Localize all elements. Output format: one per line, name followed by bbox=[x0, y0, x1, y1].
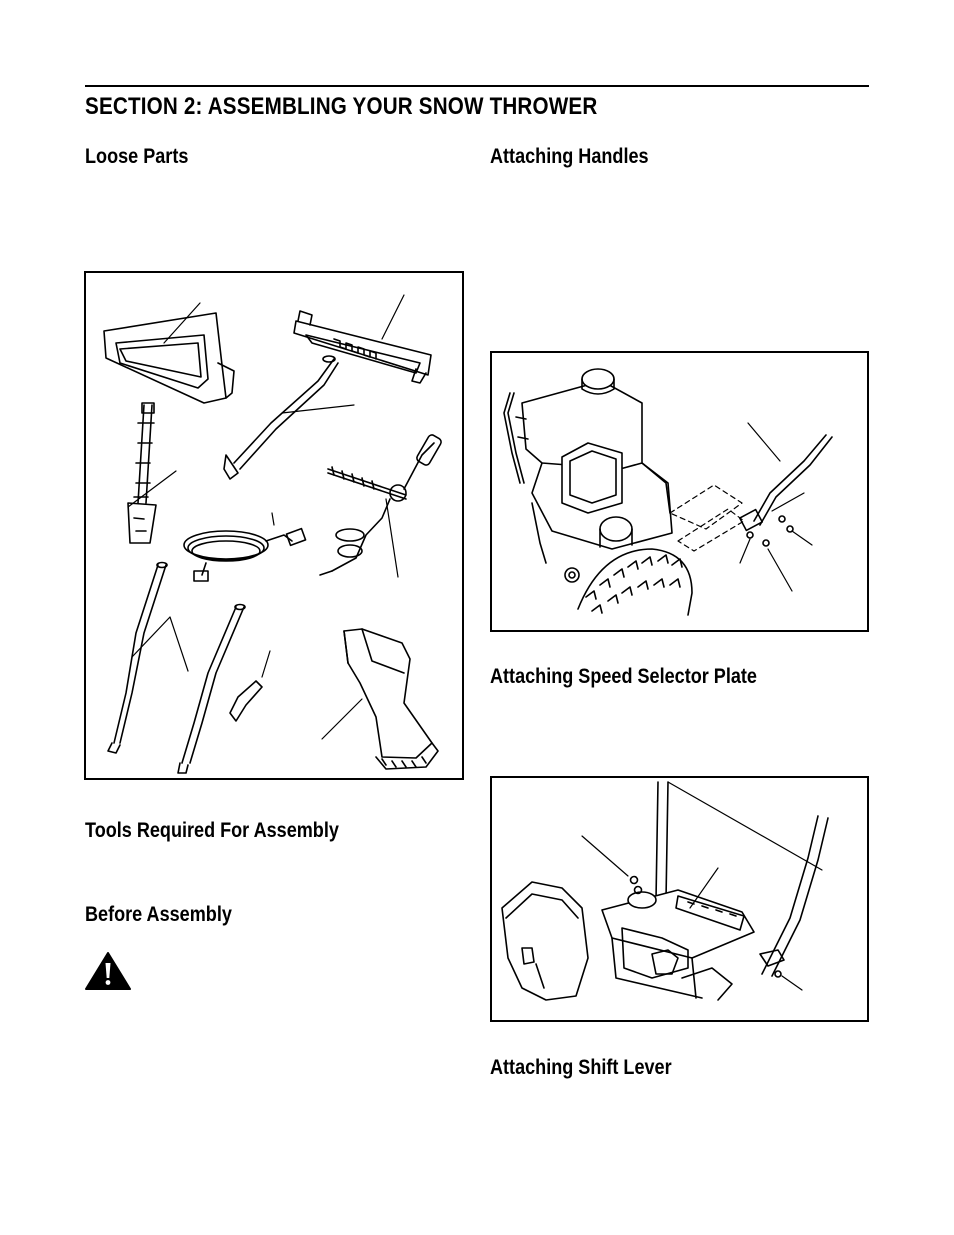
heading-attaching-speed-selector-plate: Attaching Speed Selector Plate bbox=[490, 665, 757, 688]
heading-loose-parts: Loose Parts bbox=[85, 145, 189, 168]
heading-attaching-handles: Attaching Handles bbox=[490, 145, 649, 168]
warning-triangle-icon bbox=[84, 951, 132, 996]
heading-tools-required: Tools Required For Assembly bbox=[85, 819, 339, 842]
top-rule bbox=[85, 85, 869, 87]
heading-before-assembly: Before Assembly bbox=[85, 903, 232, 926]
section-title: SECTION 2: ASSEMBLING YOUR SNOW THROWER bbox=[85, 93, 598, 120]
speed-selector-plate-figure bbox=[490, 776, 869, 1022]
loose-parts-figure bbox=[84, 271, 464, 780]
heading-attaching-shift-lever: Attaching Shift Lever bbox=[490, 1056, 672, 1079]
attaching-handles-figure bbox=[490, 351, 869, 632]
